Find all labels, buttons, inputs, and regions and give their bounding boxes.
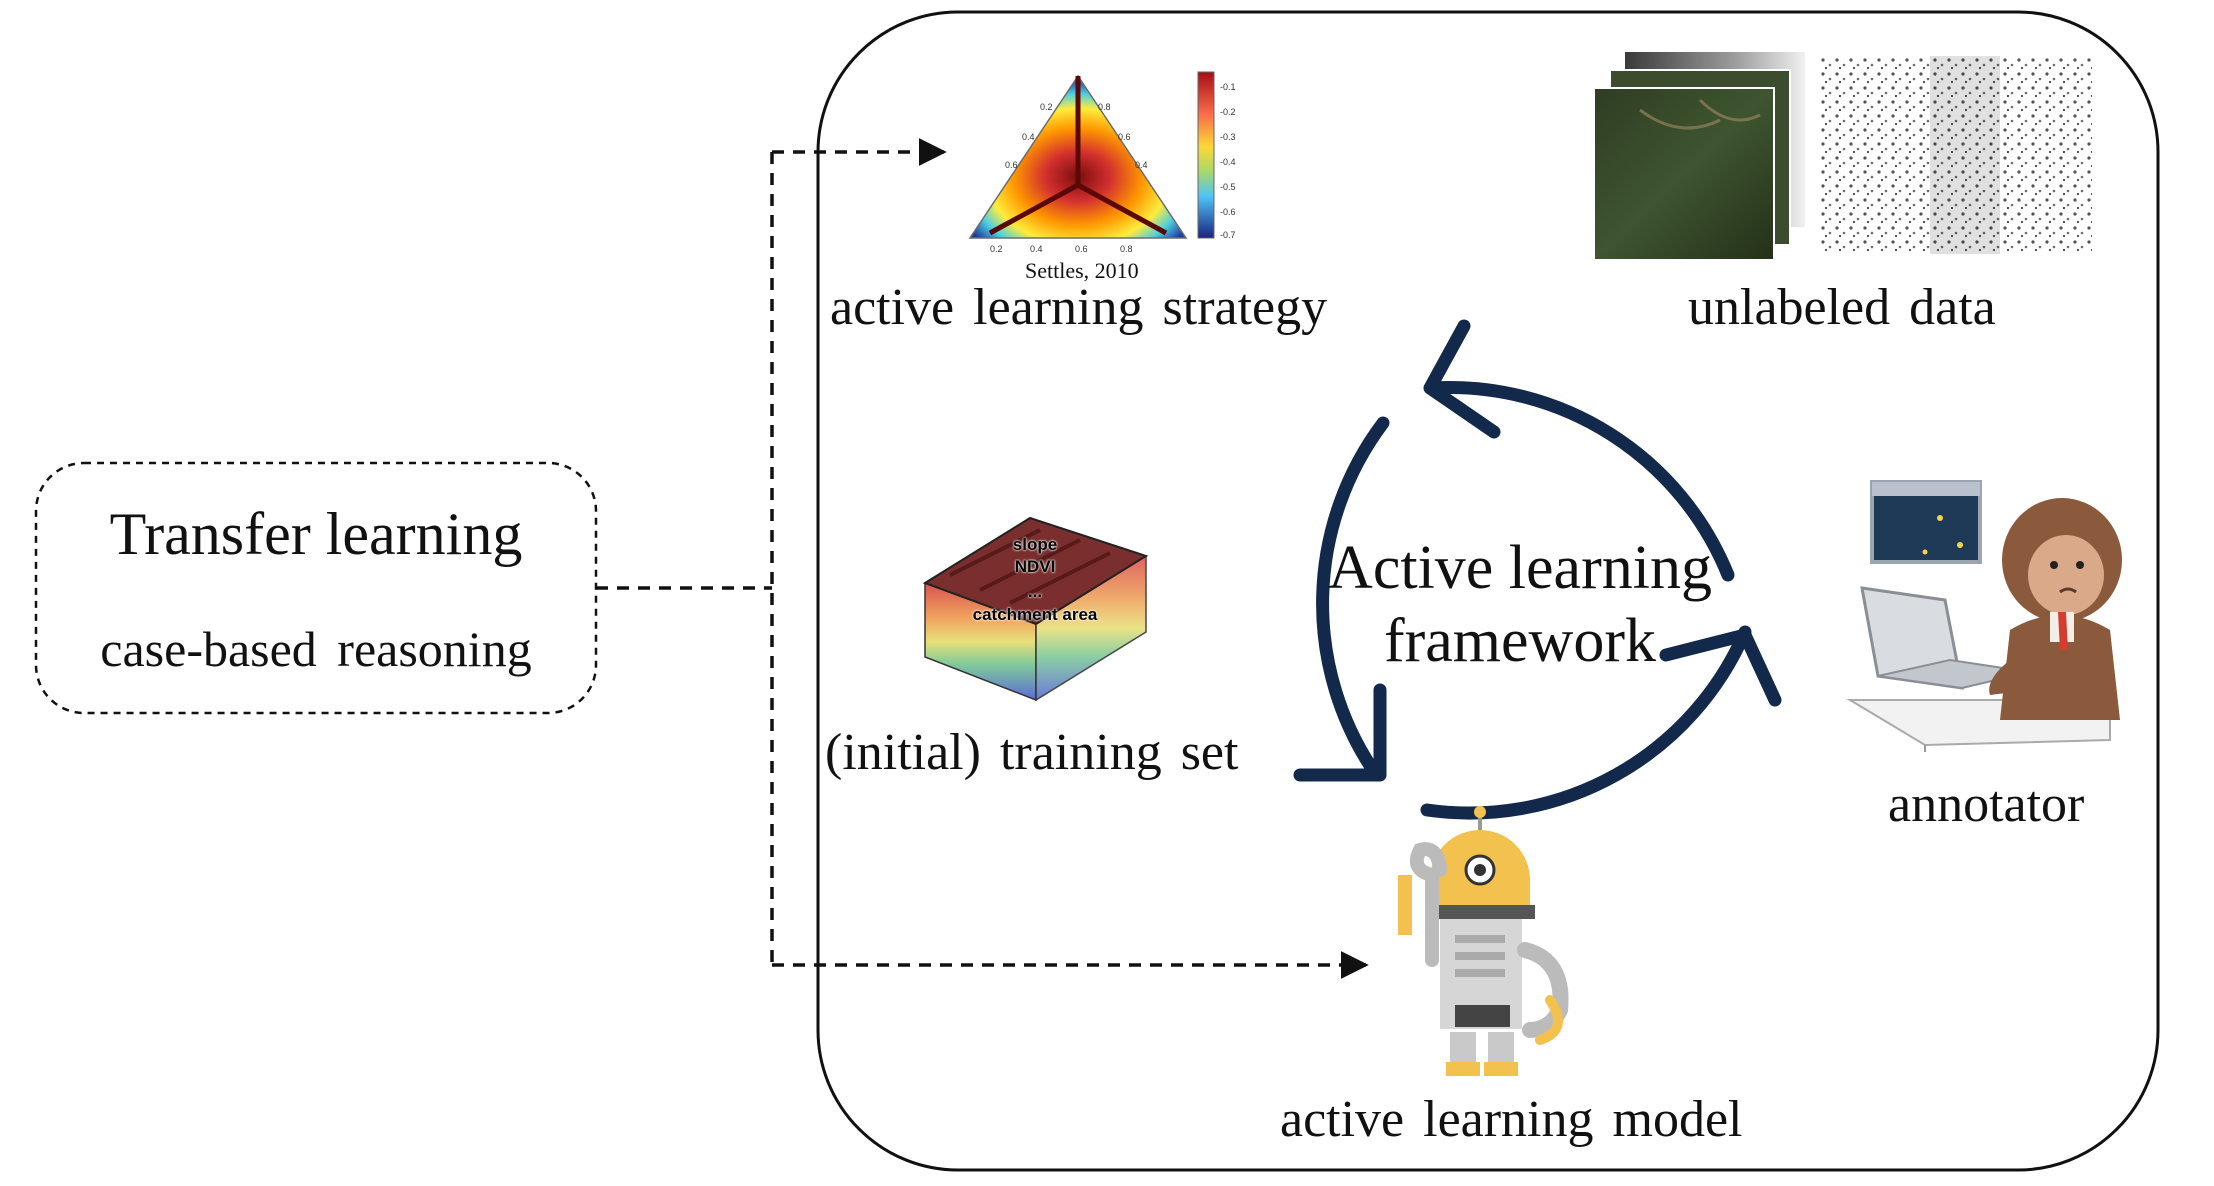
svg-text:0.2: 0.2 bbox=[1040, 102, 1053, 112]
cube-label-catchment: catchment area bbox=[972, 605, 1098, 624]
training-set-cube bbox=[922, 516, 1149, 702]
image-point-cloud bbox=[1820, 56, 2092, 254]
cycle-arc-left bbox=[1316, 416, 1390, 780]
transfer-learning-subtitle: case-based reasoning bbox=[100, 621, 532, 677]
cycle-arrowhead-left bbox=[1293, 683, 1387, 782]
svg-text:-0.7: -0.7 bbox=[1220, 230, 1236, 240]
svg-text:0.4: 0.4 bbox=[1022, 132, 1035, 142]
cycle-arrowhead-top bbox=[1423, 319, 1501, 439]
annotator-illustration bbox=[1846, 480, 2122, 752]
dashed-connectors bbox=[596, 138, 1369, 979]
svg-text:0.6: 0.6 bbox=[1005, 160, 1018, 170]
svg-text:0.4: 0.4 bbox=[1135, 160, 1148, 170]
strategy-label: active learning strategy bbox=[830, 279, 1328, 336]
svg-text:-0.2: -0.2 bbox=[1220, 107, 1236, 117]
svg-text:-0.1: -0.1 bbox=[1220, 82, 1236, 92]
svg-text:0.4: 0.4 bbox=[1030, 244, 1043, 254]
framework-title-line1: Active learning bbox=[1328, 534, 1712, 602]
annotator-label: annotator bbox=[1888, 776, 2085, 833]
model-label: active learning model bbox=[1280, 1091, 1743, 1148]
svg-text:0.8: 0.8 bbox=[1098, 102, 1111, 112]
transfer-learning-title: Transfer learning bbox=[109, 501, 523, 567]
svg-text:0.2: 0.2 bbox=[990, 244, 1003, 254]
svg-text:-0.4: -0.4 bbox=[1220, 157, 1236, 167]
svg-text:0.6: 0.6 bbox=[1118, 132, 1131, 142]
cube-label-ndvi: NDVI bbox=[1014, 557, 1056, 576]
cube-label-slope: slope bbox=[1012, 535, 1058, 554]
unlabeled-data-label: unlabeled data bbox=[1688, 279, 1996, 336]
image-satellite bbox=[1593, 87, 1775, 261]
cube-label-ellipsis: ... bbox=[1027, 582, 1043, 601]
robot-arm-left bbox=[1410, 842, 1447, 967]
unlabeled-data-images bbox=[1593, 52, 2092, 261]
annotator-body bbox=[2000, 615, 2120, 720]
cycle-arrowhead-right bbox=[1659, 628, 1782, 707]
svg-text:-0.5: -0.5 bbox=[1220, 182, 1236, 192]
framework-title-line2: framework bbox=[1384, 607, 1656, 675]
robot-illustration bbox=[1398, 806, 1569, 1076]
svg-text:-0.3: -0.3 bbox=[1220, 132, 1236, 142]
colorbar bbox=[1197, 71, 1215, 239]
svg-text:-0.6: -0.6 bbox=[1220, 207, 1236, 217]
svg-text:0.6: 0.6 bbox=[1075, 244, 1088, 254]
svg-text:0.8: 0.8 bbox=[1120, 244, 1133, 254]
training-set-label: (initial) training set bbox=[825, 724, 1239, 781]
ternary-plot-icon: 0.2 0.4 0.6 0.8 0.6 0.4 0.2 0.4 0.6 0.8 -0.1 -0.… bbox=[968, 71, 1236, 254]
cycle-arc-top bbox=[1426, 381, 1735, 582]
framework-container bbox=[816, 10, 2160, 1172]
strategy-citation: Settles, 2010 bbox=[1025, 258, 1139, 283]
